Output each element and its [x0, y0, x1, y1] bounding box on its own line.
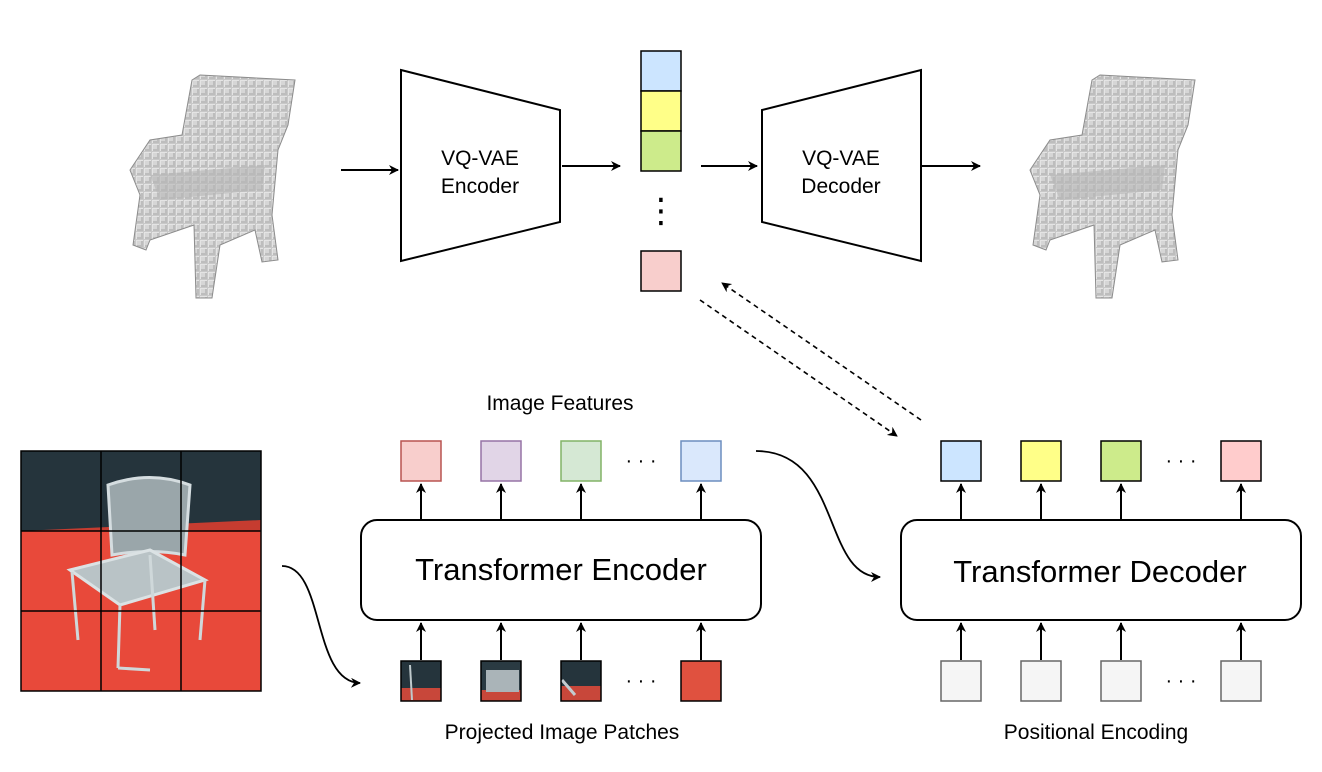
image-features-label: Image Features	[486, 392, 633, 415]
decoder-output-tokens: · · ·	[940, 440, 1262, 482]
codebook-token-2	[640, 90, 682, 132]
image-feature-token-2	[480, 440, 522, 482]
positional-token-1	[940, 660, 982, 702]
transformer-encoder-block: Transformer Encoder	[360, 519, 762, 621]
decoder-output-ellipsis: · · ·	[1165, 450, 1196, 472]
dashed-codebook-link	[699, 282, 922, 437]
image-feature-tokens: · · ·	[400, 440, 722, 482]
positional-encoding-tokens: · · ·	[940, 660, 1262, 702]
vqvae-encoder-label-1: VQ-VAE	[441, 147, 519, 170]
positional-token-last	[1220, 660, 1262, 702]
vqvae-encoder-label-2: Encoder	[441, 175, 519, 198]
vqvae-decoder-block: VQ-VAE Decoder	[761, 68, 922, 263]
image-patch-last	[680, 660, 722, 702]
vqvae-decoder-label-1: VQ-VAE	[802, 147, 880, 170]
codebook-token-3	[640, 130, 682, 172]
arrow-features-to-decoder	[755, 450, 881, 582]
image-features-ellipsis: · · ·	[625, 450, 656, 472]
image-feature-token-last	[680, 440, 722, 482]
image-patches-ellipsis: · · ·	[625, 670, 656, 692]
codebook-tokens: ⋮	[640, 50, 682, 292]
positional-encoding-label: Positional Encoding	[1004, 721, 1188, 744]
decoder-output-token-3	[1100, 440, 1142, 482]
voxel-chair-input	[129, 74, 296, 299]
photo-chair	[66, 476, 209, 672]
vqvae-decoder-label-2: Decoder	[801, 175, 880, 198]
decoder-output-token-2	[1020, 440, 1062, 482]
image-feature-token-1	[400, 440, 442, 482]
decoder-output-token-1	[940, 440, 982, 482]
patch-grid	[20, 450, 262, 692]
positional-token-2	[1020, 660, 1062, 702]
image-feature-token-3	[560, 440, 602, 482]
vqvae-encoder-block: VQ-VAE Encoder	[400, 68, 561, 263]
arrow-photo-to-patches	[281, 565, 361, 688]
positional-ellipsis: · · ·	[1165, 670, 1196, 692]
image-patch-3	[560, 660, 602, 702]
voxel-chair-output	[1029, 74, 1196, 299]
positional-token-3	[1100, 660, 1142, 702]
transformer-decoder-label: Transformer Decoder	[953, 554, 1246, 589]
encoder-output-arrows	[416, 483, 706, 520]
image-patch-2	[480, 660, 522, 702]
codebook-vertical-ellipsis: ⋮	[644, 192, 678, 230]
transformer-decoder-block: Transformer Decoder	[900, 519, 1302, 621]
codebook-token-1	[640, 50, 682, 92]
codebook-token-last	[640, 250, 682, 292]
input-photo	[20, 450, 262, 692]
decoder-input-arrows	[956, 622, 1246, 660]
projected-image-patches-label: Projected Image Patches	[445, 721, 680, 744]
decoder-output-arrows	[956, 483, 1246, 520]
decoder-output-token-last	[1220, 440, 1262, 482]
projected-image-patches: · · ·	[400, 660, 722, 702]
encoder-input-arrows	[416, 622, 706, 660]
transformer-encoder-label: Transformer Encoder	[415, 552, 707, 587]
image-patch-1	[400, 660, 442, 702]
